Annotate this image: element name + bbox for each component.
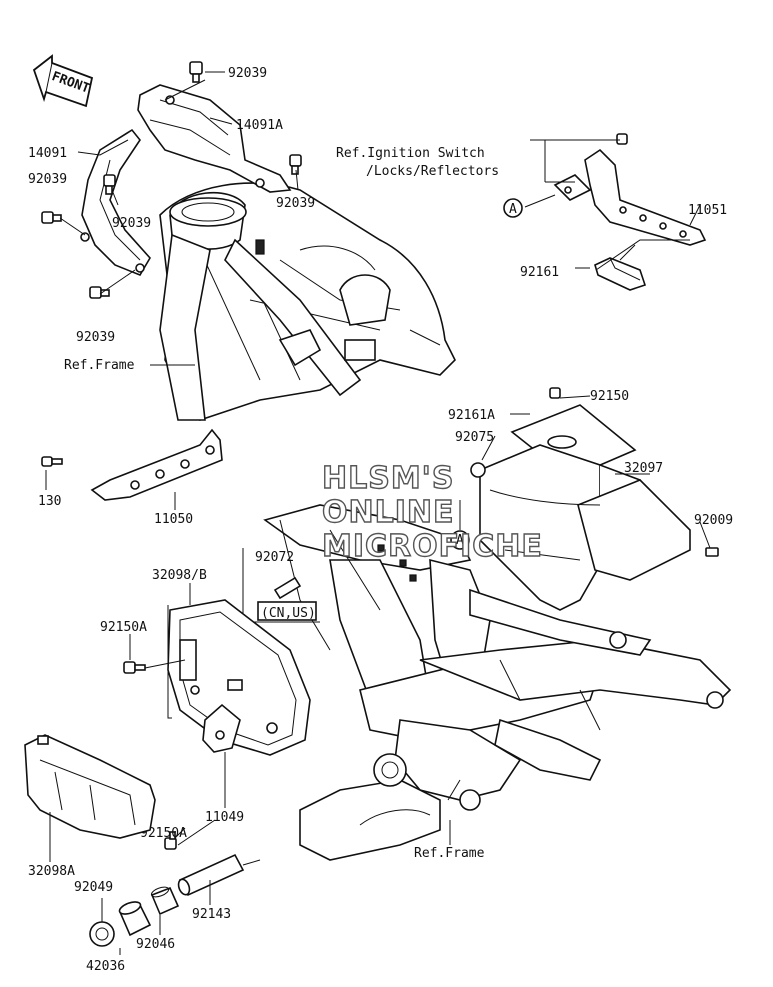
side-cover-32098B [167,599,311,756]
ref-frame-top: Ref.Frame [64,358,135,373]
label-130: 130 [38,494,61,509]
label-11051: 11051 [688,203,727,218]
collar-42036 [118,901,152,937]
label-92161: 92161 [520,265,559,280]
watermark-line-3: MICROFICHE [322,529,543,564]
frame-neck-drawing [159,182,456,421]
label-92009: 92009 [694,513,733,528]
inset-92072 [242,548,320,623]
bracket-11049 [202,703,241,753]
label-42036: 42036 [86,959,125,974]
label-11050: 11050 [154,512,193,527]
bolt-92039-right [289,154,302,175]
bolt-92039-low [89,286,110,299]
bolt-92039-left [41,211,62,224]
label-92150A-top: 92150A [100,620,147,635]
label-92039-right: 92039 [276,196,315,211]
bolt-92039-top [189,61,203,83]
watermark-line-2: ONLINE [322,495,455,530]
bolt-92039-mid [103,174,116,195]
bracket-92161 [594,257,647,291]
seal-92049 [89,921,115,947]
bracket-11051 [553,133,707,246]
label-92039-top: 92039 [228,66,267,81]
bolt-92150A-top [123,661,146,674]
callout-a-mid [450,530,470,550]
label-14091A: 14091A [236,118,283,133]
label-32097: 32097 [624,461,663,476]
label-92039-left: 92039 [28,172,67,187]
label-92143: 92143 [192,907,231,922]
label-32098B: 32098/B [152,568,207,583]
label-92072: 92072 [255,550,294,565]
label-92046: 92046 [136,937,175,952]
label-92039-low: 92039 [76,330,115,345]
ref-frame-bottom: Ref.Frame [414,846,485,861]
collar-92143 [177,853,245,897]
label-cn-us: (CN,US) [261,606,316,621]
bolt-92150A-low [164,831,177,850]
label-92075: 92075 [455,430,494,445]
callout-a-top-label: A [509,202,517,217]
cover-14091A [137,84,292,193]
label-32098A: 32098A [28,864,75,879]
bracket-11050 [41,428,223,501]
cover-14091 [80,128,151,276]
battery-case-32097 [470,387,719,611]
label-92150-top: 92150 [590,389,629,404]
bearing-92046 [150,886,180,916]
label-92039-mid: 92039 [112,216,151,231]
watermark: HLSM'S ONLINE MICROFICHE [321,460,543,564]
callout-a-top [503,198,523,218]
label-92049: 92049 [74,880,113,895]
main-frame-drawing [263,504,732,861]
ref-ignition-line1: Ref.Ignition Switch [336,146,485,161]
callout-a-mid-label: A [456,533,464,548]
lower-cover-32098A [24,734,156,839]
front-arrow-badge: FRONT [32,54,94,108]
label-14091: 14091 [28,146,67,161]
ref-ignition-line2: /Locks/Reflectors [366,164,499,179]
label-11049: 11049 [205,810,244,825]
label-92161A: 92161A [448,408,495,423]
label-92150A-low: 92150A [140,826,187,841]
watermark-line-1: HLSM'S [322,461,454,496]
